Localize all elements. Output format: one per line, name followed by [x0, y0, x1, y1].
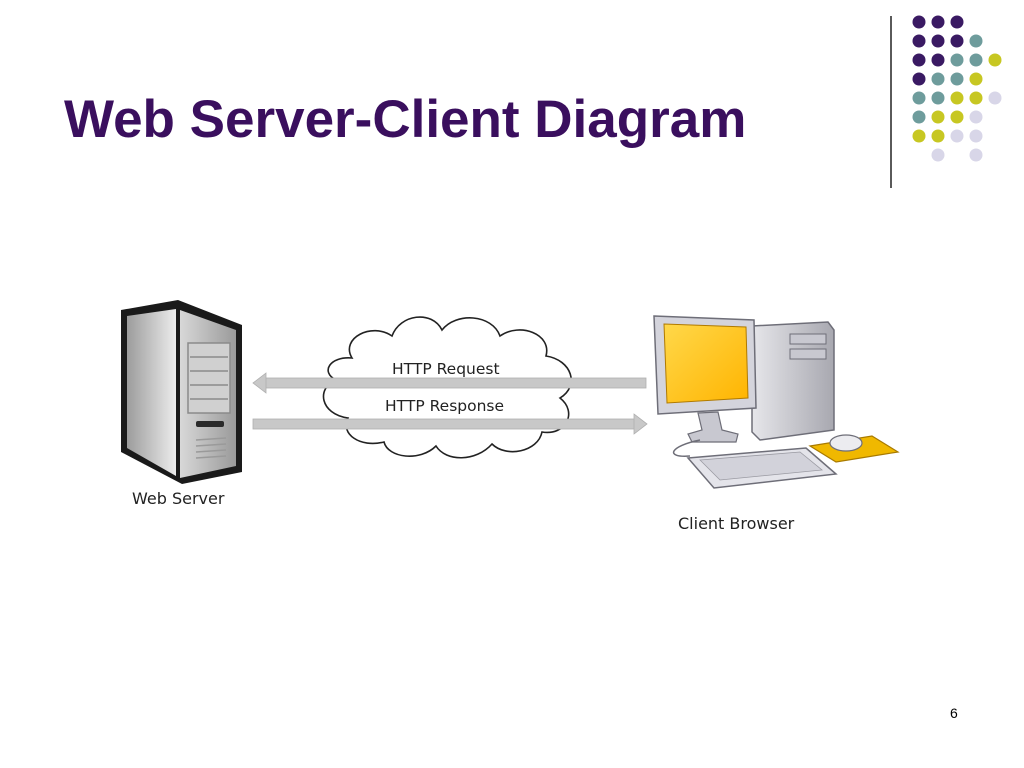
dot-purple: [912, 72, 926, 86]
dot-purple: [931, 53, 945, 67]
decorative-dot-grid: [912, 15, 1002, 162]
dot-olive: [931, 129, 945, 143]
dot-teal: [931, 72, 945, 86]
dot-lavender: [969, 129, 983, 143]
dot-teal: [950, 53, 964, 67]
server-button: [196, 421, 224, 427]
server-label: Web Server: [132, 489, 225, 508]
dot-teal: [950, 72, 964, 86]
server-drive-bay: [187, 342, 231, 414]
decorative-vertical-rule: [890, 16, 892, 188]
dot-olive: [988, 53, 1002, 67]
http-response-arrow: [252, 413, 648, 435]
dot-purple: [912, 53, 926, 67]
page-number: 6: [950, 705, 958, 721]
dot-purple: [912, 15, 926, 29]
dot-olive: [950, 91, 964, 105]
keyboard-keys: [699, 451, 824, 481]
server-tower-side: [127, 309, 176, 476]
desktop-computer-icon: [653, 315, 900, 489]
dot-olive: [931, 110, 945, 124]
dot-purple: [950, 34, 964, 48]
dot-teal: [912, 110, 926, 124]
http-request-label: HTTP Request: [392, 360, 500, 378]
desktop-tower-drive: [789, 333, 827, 345]
dot-olive: [969, 91, 983, 105]
dot-lavender: [931, 148, 945, 162]
slide-title: Web Server-Client Diagram: [64, 90, 747, 149]
dot-purple: [912, 34, 926, 48]
computer-cable: [672, 439, 701, 457]
dot-teal: [931, 91, 945, 105]
http-response-label: HTTP Response: [385, 397, 504, 415]
dot-lavender: [950, 129, 964, 143]
dot-purple: [950, 15, 964, 29]
dot-teal: [969, 53, 983, 67]
monitor-screen: [663, 323, 749, 404]
http-request-arrow: [252, 372, 647, 394]
dot-lavender: [969, 110, 983, 124]
dot-teal: [969, 34, 983, 48]
dot-lavender: [988, 91, 1002, 105]
dot-olive: [969, 72, 983, 86]
dot-lavender: [969, 148, 983, 162]
mouse-icon: [829, 434, 863, 452]
dot-purple: [931, 34, 945, 48]
desktop-tower-drive: [789, 348, 827, 360]
dot-teal: [912, 91, 926, 105]
client-label: Client Browser: [678, 514, 795, 533]
monitor-stand: [687, 411, 739, 443]
dot-olive: [912, 129, 926, 143]
server-client-diagram: Web Server HTTP Request HTTP Response: [121, 300, 900, 533]
dot-olive: [950, 110, 964, 124]
dot-purple: [931, 15, 945, 29]
server-vent: [195, 437, 227, 459]
server-tower-icon: [121, 300, 242, 484]
